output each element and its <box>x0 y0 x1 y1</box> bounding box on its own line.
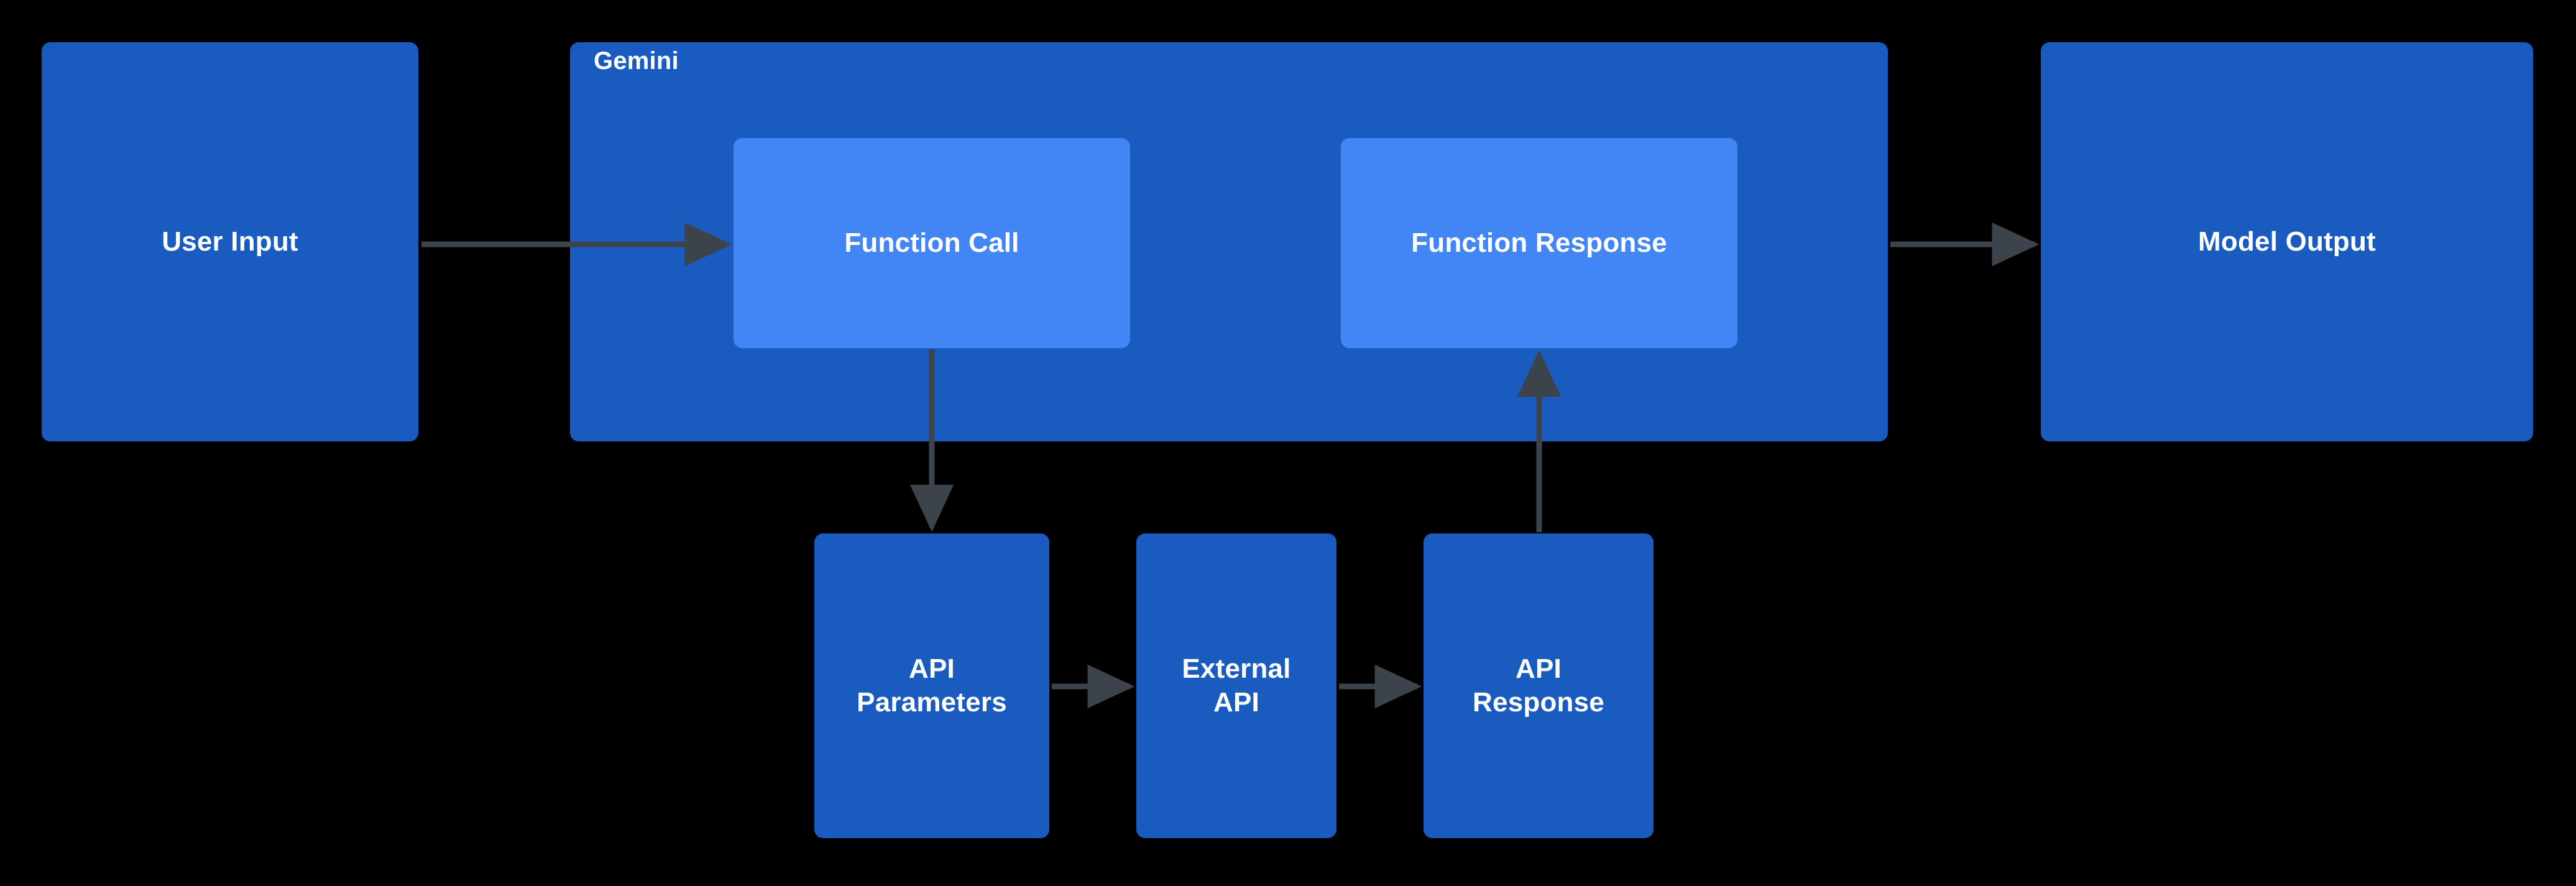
node-function-response[interactable]: Function Response <box>1341 138 1737 348</box>
gemini-group-label: Gemini <box>594 47 679 75</box>
node-user-input[interactable]: User Input <box>42 42 418 441</box>
node-function-call[interactable]: Function Call <box>734 138 1130 348</box>
node-model-output[interactable]: Model Output <box>2041 42 2533 441</box>
